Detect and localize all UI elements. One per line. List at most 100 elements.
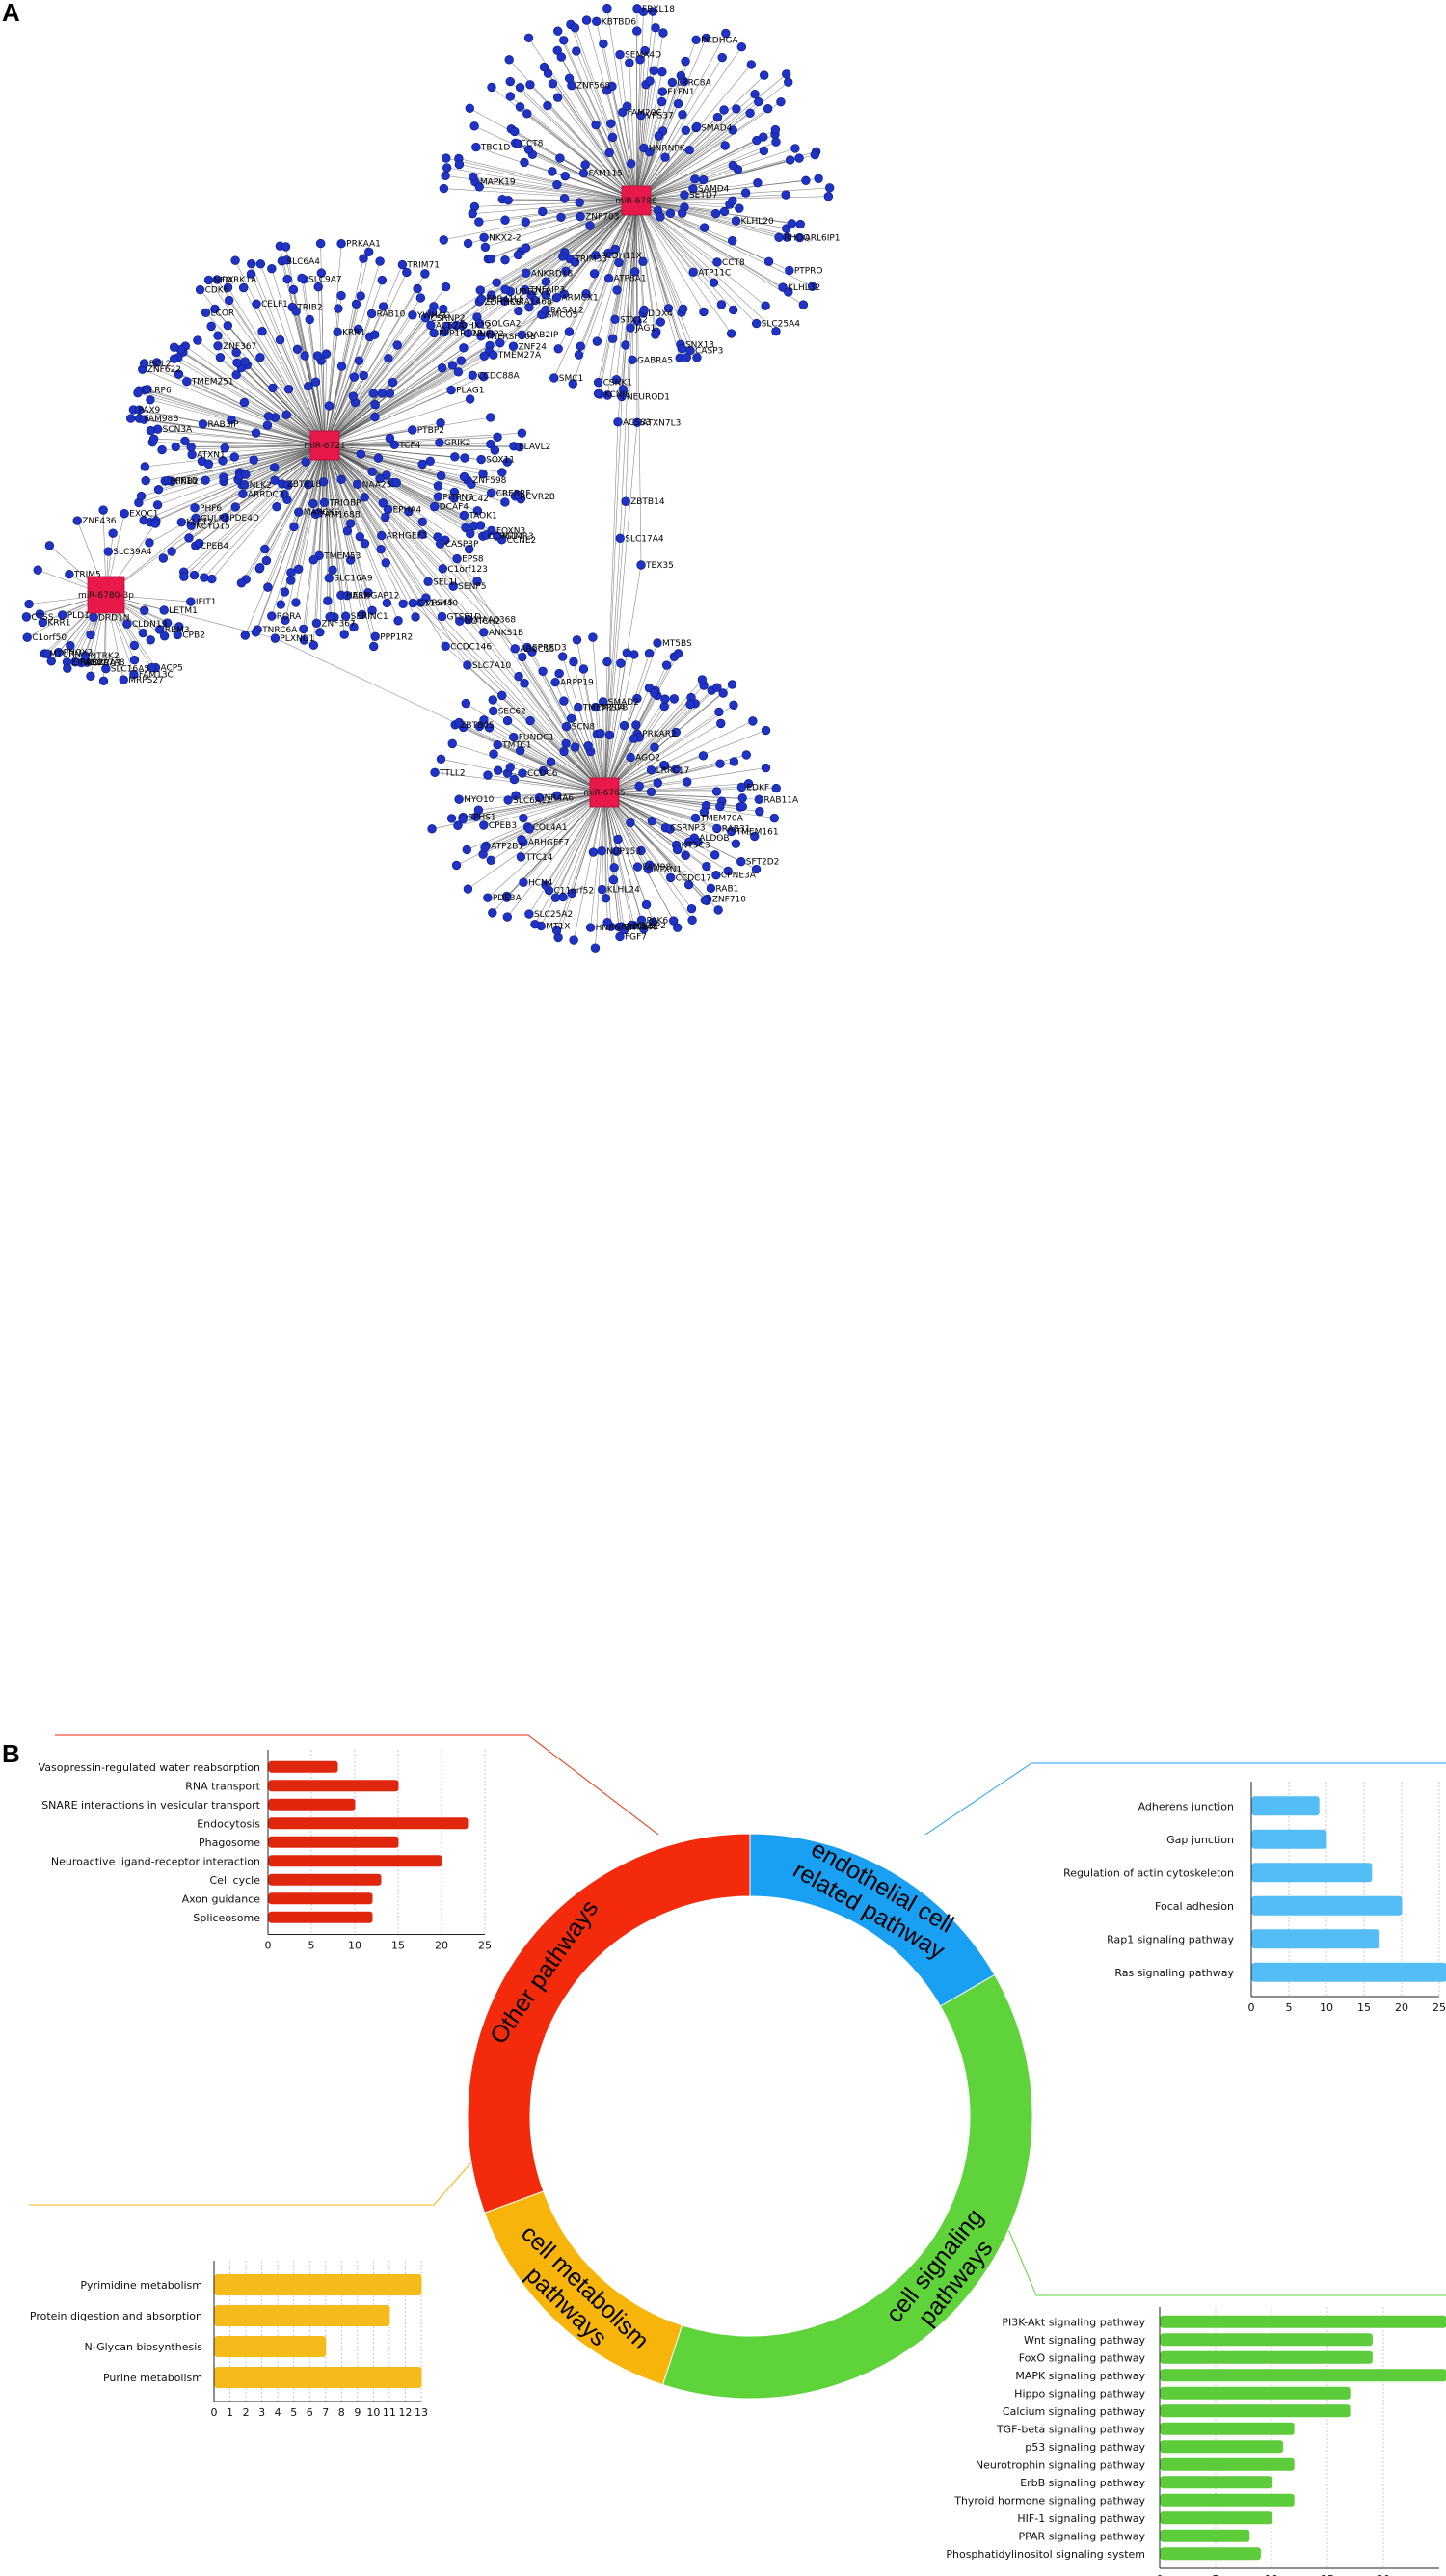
- network-edge: [635, 71, 663, 201]
- target-gene-node: [267, 264, 277, 274]
- network-edge: [611, 86, 637, 201]
- target-gene-node: [342, 590, 352, 601]
- callout-connector: [55, 1734, 659, 1836]
- target-gene-label: ARRDC3: [248, 490, 284, 499]
- target-gene-node: [272, 501, 281, 512]
- network-edge: [324, 329, 359, 446]
- target-gene-label: STX12: [620, 315, 648, 325]
- network-edge: [324, 444, 345, 635]
- network-edge: [479, 726, 605, 793]
- target-gene-node: [283, 385, 294, 394]
- shared-target-node: [476, 294, 487, 304]
- target-gene-node: [203, 459, 214, 470]
- shared-target-edge: [324, 444, 421, 604]
- network-edge: [514, 131, 637, 201]
- target-gene-node: [438, 363, 447, 373]
- target-gene-node: [615, 49, 625, 60]
- target-gene-node: [370, 631, 380, 641]
- network-edge: [493, 699, 605, 793]
- target-gene-node: [53, 647, 64, 657]
- target-gene-node: [448, 581, 458, 591]
- network-edge: [598, 200, 637, 394]
- target-gene-node: [486, 254, 496, 264]
- target-gene-node: [471, 812, 481, 821]
- target-gene-node: [98, 505, 108, 515]
- target-gene-node: [538, 765, 549, 776]
- network-edge: [324, 442, 440, 446]
- target-gene-node: [564, 73, 575, 84]
- target-gene-label: FAM98B: [145, 415, 179, 424]
- target-gene-node: [630, 267, 640, 277]
- network-edge: [284, 444, 326, 593]
- target-gene-label: TTC14: [524, 853, 552, 863]
- target-gene-node: [636, 110, 646, 121]
- target-gene-label: ZNF568: [576, 82, 611, 92]
- target-gene-label: ATP11C: [698, 268, 731, 278]
- network-edge: [603, 698, 675, 793]
- target-gene-node: [231, 347, 241, 358]
- target-gene-node: [129, 656, 140, 665]
- shared-target-node: [510, 644, 520, 654]
- target-gene-label: MYO10: [464, 795, 495, 805]
- target-gene-node: [203, 275, 214, 285]
- x-tick-label: 25: [1433, 2001, 1446, 2014]
- target-gene-label: DCAF4: [440, 503, 469, 513]
- target-gene-node: [632, 693, 642, 704]
- target-gene-node: [324, 574, 334, 583]
- target-gene-node: [559, 36, 569, 45]
- target-gene-label: ZNF148: [624, 924, 658, 933]
- network-edge: [603, 788, 777, 793]
- network-edge: [324, 444, 484, 474]
- target-gene-label: ZNF367: [321, 619, 355, 629]
- target-gene-node: [552, 93, 563, 102]
- target-gene-label: ATP2B1: [491, 842, 523, 851]
- shared-target-node: [479, 628, 489, 637]
- bar-category-label: Gap junction: [1166, 1834, 1234, 1846]
- target-gene-node: [561, 721, 572, 732]
- target-gene-node: [568, 379, 577, 389]
- target-gene-node: [255, 352, 265, 362]
- target-gene-node: [345, 555, 356, 565]
- target-gene-node: [511, 791, 521, 800]
- target-gene-label: ACE2A: [436, 321, 466, 331]
- target-gene-node: [255, 259, 266, 269]
- network-edge: [549, 792, 605, 891]
- target-gene-node: [454, 717, 464, 728]
- target-gene-node: [461, 523, 470, 533]
- target-gene-node: [299, 624, 308, 634]
- target-gene-node: [751, 318, 762, 329]
- network-edge: [324, 314, 414, 446]
- shared-target-node: [451, 320, 461, 331]
- target-gene-node: [269, 463, 280, 472]
- target-gene-node: [134, 405, 145, 415]
- target-gene-label: ELAVL2: [519, 443, 550, 452]
- target-gene-node: [557, 652, 568, 661]
- target-gene-node: [119, 675, 128, 684]
- network-edge: [271, 444, 326, 617]
- target-gene-node: [375, 256, 385, 266]
- shared-target-edge: [324, 444, 414, 604]
- target-gene-node: [569, 935, 578, 945]
- target-gene-node: [292, 344, 303, 355]
- target-gene-node: [300, 351, 309, 361]
- target-gene-node: [754, 96, 763, 107]
- target-gene-node: [393, 616, 403, 626]
- x-tick-label: 3: [258, 2406, 265, 2419]
- target-gene-node: [560, 171, 570, 181]
- target-gene-node: [382, 598, 392, 608]
- target-gene-node: [458, 815, 468, 824]
- target-gene-label: ZNF367: [223, 342, 256, 352]
- network-edge: [266, 444, 326, 561]
- target-gene-node: [360, 493, 369, 502]
- target-gene-label: TRIM71: [406, 261, 440, 271]
- target-gene-node: [184, 533, 194, 543]
- shared-target-edge: [504, 200, 637, 302]
- target-gene-label: ZNF436: [82, 517, 117, 526]
- target-gene-node: [388, 377, 398, 388]
- target-gene-node: [514, 671, 523, 682]
- target-gene-node: [719, 105, 729, 115]
- target-gene-label: KLHL32: [788, 283, 820, 293]
- target-gene-label: SFT2D2: [746, 858, 780, 868]
